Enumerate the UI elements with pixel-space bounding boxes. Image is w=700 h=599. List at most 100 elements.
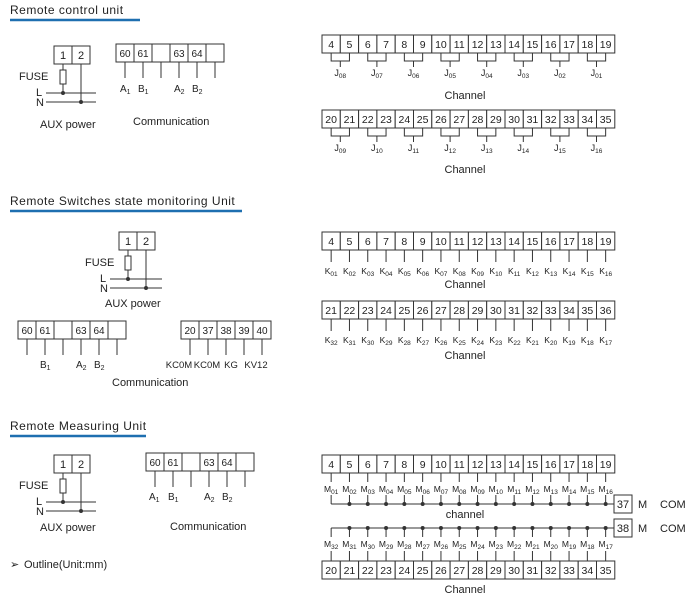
channel-terminal-label: 23 [380, 565, 392, 577]
kc-terminal-label: 38 [220, 326, 232, 337]
comm-terminal-label: 63 [203, 458, 215, 469]
channel-terminal-label: 21 [325, 305, 337, 317]
kc-signal-label: KC0M [166, 360, 192, 371]
comm-signal-label: B1 [40, 360, 51, 372]
section-title-control: Remote control unit [10, 3, 124, 17]
communication-caption: Communication [112, 377, 188, 389]
com-terminal-block-1: 37 M COM [613, 494, 686, 514]
channel-signal-label: J15 [554, 143, 566, 155]
channel-signal-label: K29 [380, 335, 393, 347]
channel-caption: Channel [445, 584, 486, 596]
l-label: L [100, 273, 106, 285]
channel-signal-label: J16 [591, 143, 603, 155]
channel-terminal-label: 9 [420, 459, 426, 471]
junction-dot [79, 100, 83, 104]
l-label: L [36, 496, 42, 508]
junction-dot [79, 509, 83, 513]
channel-terminal-label: 4 [328, 236, 334, 248]
channel-terminal-label: 25 [417, 565, 429, 577]
channel-terminal-label: 19 [600, 459, 612, 471]
channel-signal-label: M19 [562, 539, 577, 551]
channel-signal-label: K16 [599, 266, 612, 278]
com-terminal-label: 37 [617, 499, 629, 511]
channel-signal-label: J04 [481, 68, 493, 80]
channel-signal-label: J02 [554, 68, 566, 80]
channel-signal-label: M17 [598, 539, 613, 551]
channel-terminal-label: 28 [472, 565, 484, 577]
channel-caption: channel [446, 509, 485, 521]
channel-signal-label: M11 [507, 484, 521, 496]
channel-terminal-label: 17 [563, 459, 575, 471]
channel-signal-label: M26 [434, 539, 449, 551]
channel-signal-label: M12 [525, 484, 540, 496]
channel-terminal-label: 35 [600, 565, 612, 577]
junction-dot [61, 500, 65, 504]
channel-terminal-label: 9 [420, 39, 426, 51]
channel-signal-label: K28 [398, 335, 411, 347]
fuse-icon [59, 478, 67, 494]
channel-signal-label: K21 [526, 335, 539, 347]
channel-signal-label: K22 [508, 335, 521, 347]
channel-signal-label: K19 [563, 335, 576, 347]
fuse-label: FUSE [85, 257, 114, 269]
aux-terminal-label: 2 [78, 459, 84, 471]
channel-signal-label: K31 [343, 335, 356, 347]
channel-signal-label: J03 [517, 68, 529, 80]
channel-terminal-label: 21 [344, 565, 356, 577]
channel-terminal-label: 18 [582, 39, 594, 51]
channel-signal-label: M31 [342, 539, 357, 551]
kc-terminal-block: 20 37 38 39 40 KC0M KC0M KG KV12 [166, 320, 272, 371]
channel-signal-label: M14 [562, 484, 577, 496]
channel-signal-label: J07 [371, 68, 383, 80]
channel-signal-label: K08 [453, 266, 466, 278]
n-label: N [100, 283, 108, 295]
comm-signal-label: B2 [94, 360, 105, 372]
aux-power-block: 1 2 FUSE L N AUX power [19, 45, 96, 131]
channel-terminal-label: 25 [417, 114, 429, 126]
channel-terminal-label: 31 [508, 305, 520, 317]
channel-signal-label: M22 [507, 539, 522, 551]
channel-terminal-label: 13 [490, 459, 502, 471]
channel-terminal-label: 31 [527, 565, 539, 577]
channel-terminal-label: 30 [490, 305, 502, 317]
m-label: M [638, 523, 647, 535]
channel-signal-label: M01 [324, 484, 339, 496]
channel-signal-label: K32 [325, 335, 338, 347]
channel-terminal-label: 20 [325, 114, 337, 126]
comm-terminal-label: 60 [21, 326, 33, 337]
junction-dot [126, 277, 130, 281]
channel-terminal-label: 29 [490, 114, 502, 126]
channel-signal-label: K02 [343, 266, 356, 278]
section-switches-monitoring: Remote Switches state monitoring Unit 1 … [10, 194, 616, 389]
kc-signal-label: KV12 [244, 360, 267, 371]
comm-terminal-label: 60 [149, 458, 161, 469]
channel-signal-label: J09 [334, 143, 346, 155]
channel-terminal-label: 19 [600, 39, 612, 51]
channel-terminal-label: 23 [380, 114, 392, 126]
comm-terminal-label: 61 [39, 326, 51, 337]
section-measuring: Remote Measuring Unit 1 2 FUSE L N AUX p… [10, 419, 686, 596]
channel-signal-label: K18 [581, 335, 594, 347]
channel-terminal-label: 15 [527, 459, 539, 471]
channel-signal-label: K14 [563, 266, 576, 278]
channel-signal-label: M21 [525, 539, 540, 551]
channel-terminal-label: 18 [582, 236, 594, 248]
channel-terminal-label: 15 [527, 39, 539, 51]
channel-terminal-label: 16 [545, 459, 557, 471]
channel-terminal-label: 6 [365, 459, 371, 471]
comm-terminal-label: 61 [167, 458, 179, 469]
section-title-measuring: Remote Measuring Unit [10, 419, 147, 433]
channel-signal-label: K03 [361, 266, 374, 278]
com-terminal [613, 494, 633, 514]
comm-terminal-label: 60 [119, 49, 131, 60]
channel-signal-label: M15 [580, 484, 595, 496]
channel-terminal-label: 14 [508, 459, 520, 471]
channel-signal-label: J10 [371, 143, 383, 155]
channel-signal-label: J12 [444, 143, 456, 155]
channel-terminal-label: 32 [545, 565, 557, 577]
channel-signal-label: K20 [544, 335, 557, 347]
